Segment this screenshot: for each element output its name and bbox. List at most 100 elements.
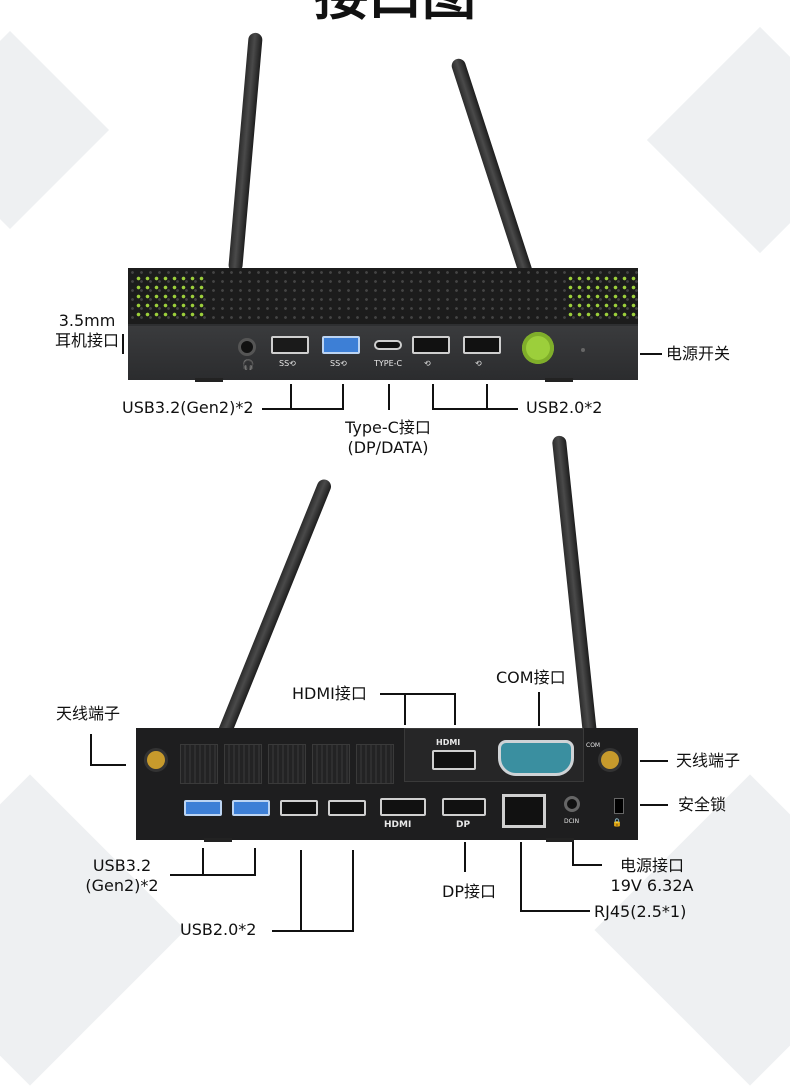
vent-slot	[224, 744, 262, 784]
usb2-mark: ⟲	[475, 359, 482, 368]
label-usb32-bottom: USB3.2 (Gen2)*2	[76, 856, 168, 896]
hdmi-mark: HDMI	[384, 820, 412, 830]
typec-mark: TYPE-C	[374, 359, 403, 368]
mini-pc-back: HDMI COM HDMI DP DCIN 🔒	[136, 728, 638, 840]
device-foot	[545, 378, 573, 382]
label-usb32-top: USB3.2(Gen2)*2	[122, 398, 254, 417]
device-foot	[204, 838, 232, 842]
vent-slot	[180, 744, 218, 784]
usb3-mark: SS⟲	[279, 359, 296, 368]
usb2-port	[280, 800, 318, 816]
leader-usb32	[290, 384, 292, 410]
leader-usb32-bottom	[170, 874, 256, 876]
leader-audio	[122, 334, 124, 354]
leader-power	[640, 353, 662, 355]
label-usb20-bottom: USB2.0*2	[180, 920, 257, 939]
dp-mark: DP	[456, 820, 471, 830]
leader-rj45	[520, 842, 522, 912]
label-power-switch: 电源开关	[666, 344, 731, 363]
label-typec-text: Type-C接口 (DP/DATA)	[345, 418, 431, 457]
label-lock: 安全锁	[678, 795, 727, 814]
usb3-port	[232, 800, 270, 816]
leader-usb20-bottom	[272, 930, 354, 932]
device-foot	[546, 838, 574, 842]
usb2-mark: ⟲	[424, 359, 431, 368]
com-port	[498, 740, 574, 776]
vent-slot	[312, 744, 350, 784]
security-lock-slot	[614, 798, 624, 814]
leader-dp	[464, 842, 466, 872]
label-com: COM接口	[496, 668, 566, 687]
usb3-port	[271, 336, 309, 354]
leader-antenna-left	[90, 764, 126, 766]
page-title: 接口图	[0, 0, 790, 26]
hdmi-port	[380, 798, 426, 816]
label-audio-text: 3.5mm 耳机接口	[54, 311, 119, 350]
vent-slot	[268, 744, 306, 784]
antenna-right	[449, 56, 534, 279]
rj45-port	[502, 794, 546, 828]
vent-accent-left	[134, 274, 204, 318]
antenna-left	[228, 32, 263, 273]
dp-port	[442, 798, 486, 816]
leader-lock	[640, 804, 668, 806]
typec-port	[374, 340, 402, 350]
mini-pc-front: 🎧 SS⟲ SS⟲ TYPE-C ⟲ ⟲	[128, 268, 638, 380]
leader-usb20-bottom	[300, 850, 302, 932]
antenna-connector-left	[144, 748, 168, 772]
label-dc: 电源接口 19V 6.32A	[604, 856, 700, 896]
audio-jack	[238, 338, 256, 356]
leader-usb20-bottom	[352, 850, 354, 932]
front-panel: 🎧 SS⟲ SS⟲ TYPE-C ⟲ ⟲	[128, 326, 638, 380]
leader-hdmi	[380, 693, 456, 695]
device-foot	[195, 378, 223, 382]
usb2-port	[412, 336, 450, 354]
leader-usb20	[432, 384, 434, 410]
vent-accent-right	[566, 274, 636, 318]
usb2-port	[328, 800, 366, 816]
label-hdmi: HDMI接口	[292, 684, 367, 703]
leader-antenna-right	[640, 760, 668, 762]
leader-usb32	[262, 408, 344, 410]
com-mark: COM	[586, 742, 601, 749]
leader-hdmi	[454, 693, 456, 725]
leader-antenna-left	[90, 734, 92, 766]
leader-dc	[572, 864, 602, 866]
leader-usb20	[432, 408, 518, 410]
label-antenna-right: 天线端子	[676, 751, 741, 770]
leader-usb32	[342, 384, 344, 410]
label-antenna-left: 天线端子	[56, 704, 121, 723]
power-led	[581, 348, 585, 352]
label-dc-text: 电源接口 19V 6.32A	[610, 856, 694, 895]
leader-usb20	[486, 384, 488, 410]
label-usb32-bottom-text: USB3.2 (Gen2)*2	[85, 856, 159, 895]
vent-slot	[356, 744, 394, 784]
lock-icon: 🔒	[612, 818, 622, 827]
leader-usb32-bottom	[254, 848, 256, 876]
usb3-port	[322, 336, 360, 354]
label-rj45: RJ45(2.5*1)	[594, 902, 687, 921]
label-usb20-top: USB2.0*2	[526, 398, 603, 417]
label-dp: DP接口	[442, 882, 496, 901]
leader-hdmi	[404, 693, 406, 725]
leader-com	[538, 692, 540, 726]
antenna-connector-right	[598, 748, 622, 772]
label-typec: Type-C接口 (DP/DATA)	[318, 418, 458, 458]
dc-in-port	[564, 796, 580, 812]
usb2-port	[463, 336, 501, 354]
dcin-mark: DCIN	[564, 818, 580, 825]
usb3-port	[184, 800, 222, 816]
power-button	[522, 332, 554, 364]
vent-grille	[128, 268, 638, 324]
leader-typec	[388, 384, 390, 410]
background-shard	[646, 26, 790, 254]
leader-rj45	[520, 910, 590, 912]
hdmi-mark-upper: HDMI	[436, 738, 461, 747]
headphone-icon: 🎧	[242, 360, 255, 371]
usb3-mark: SS⟲	[330, 359, 347, 368]
leader-dc	[572, 842, 574, 866]
label-audio: 3.5mm 耳机接口	[52, 311, 122, 351]
leader-usb32-bottom	[202, 848, 204, 876]
hdmi-port-upper	[432, 750, 476, 770]
background-shard	[0, 31, 109, 229]
